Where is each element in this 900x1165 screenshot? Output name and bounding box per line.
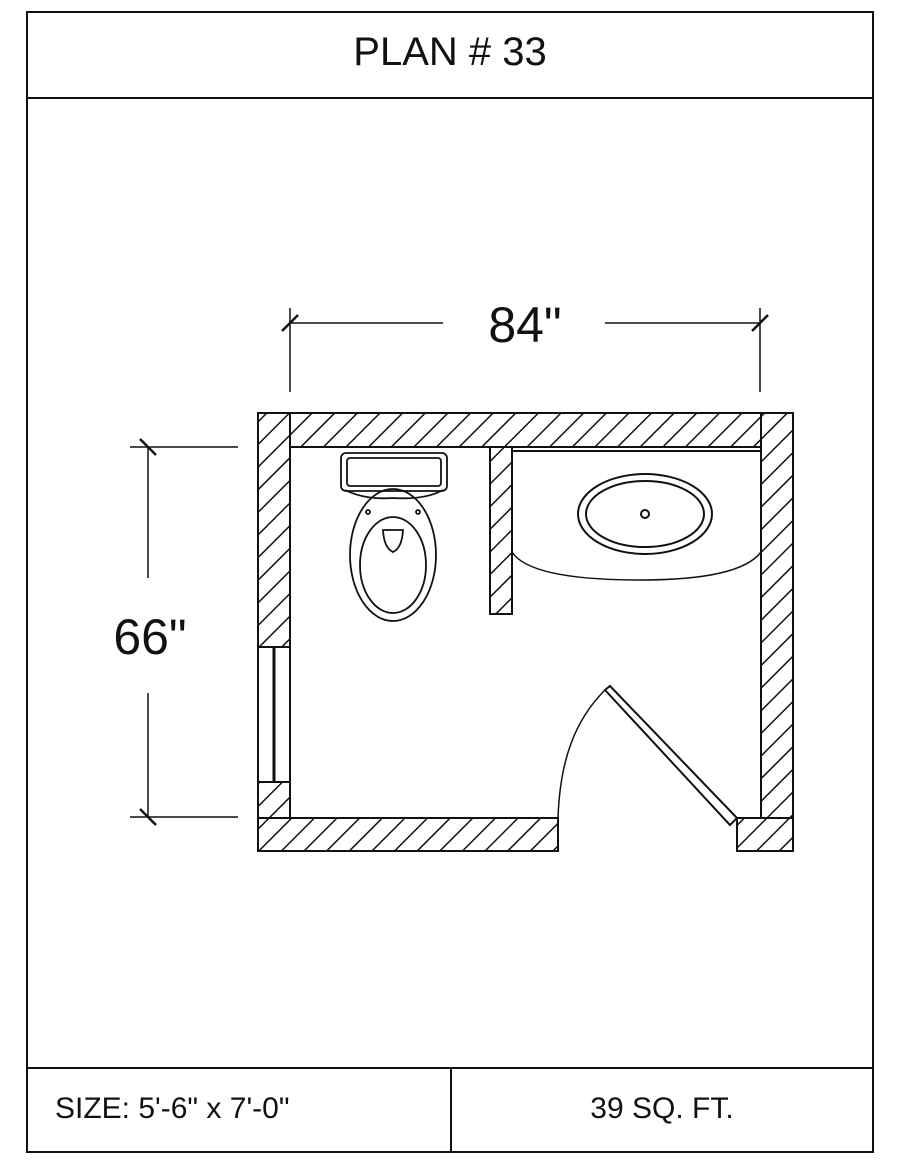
walls [257,412,794,852]
width-dimension-line [281,308,769,392]
right-wall [760,412,794,852]
door [557,684,739,827]
width-dimension-label: 84" [488,297,562,353]
height-dimension-line [130,438,238,826]
sink-icon [577,473,713,555]
window [257,646,291,783]
area-label: 39 SQ. FT. [590,1092,734,1125]
door-swing-arc [557,689,606,819]
toilet-icon [340,452,448,622]
bottom-wall-right [736,817,794,852]
left-wall-upper [257,412,291,648]
plan-title: PLAN # 33 [353,30,547,74]
top-wall [257,412,794,448]
partition-wall [489,446,513,615]
bottom-wall-left [257,817,559,852]
size-label: SIZE: 5'-6" x 7'-0" [55,1092,290,1125]
vanity [511,450,762,581]
height-dimension-label: 66" [113,609,187,665]
